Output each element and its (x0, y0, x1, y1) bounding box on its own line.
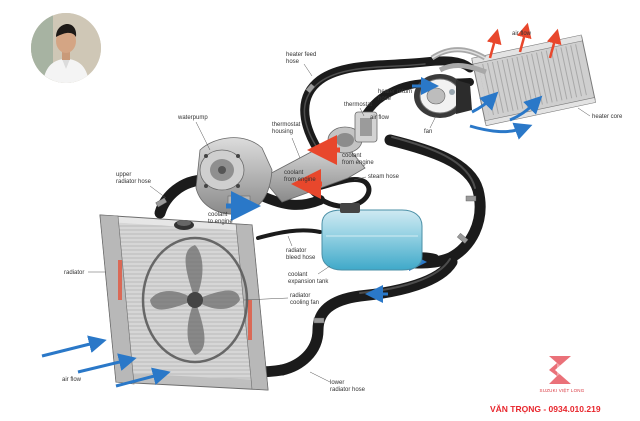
suzuki-logo (537, 352, 587, 402)
label-steam-hose: steam hose (368, 174, 400, 180)
label-air-flow-top: air flow (512, 31, 532, 37)
water-pump (195, 137, 273, 215)
radiator-airflow-arrows (41, 335, 171, 388)
lower-return-hose (276, 256, 458, 376)
pump-outlet-hose (257, 191, 325, 210)
label-water-pump: waterpump (177, 115, 208, 121)
coolant-expansion-tank (321, 203, 423, 271)
heater-hot-airflow-arrows (486, 22, 562, 59)
heater-cool-airflow-arrows (469, 91, 543, 140)
radiator-bleed-hose (256, 228, 322, 240)
label-air-flow-bottom: air flow (62, 377, 82, 383)
heater-core (471, 34, 596, 127)
avatar (31, 13, 101, 83)
radiator-cooling-fan (141, 236, 249, 364)
label-air-flow-mid: air flow (370, 115, 390, 121)
person-portrait-icon (31, 13, 101, 83)
contact-line: VĂN TRỌNG - 0934.010.219 (490, 404, 601, 414)
label-thermostat: thermostat (344, 102, 373, 108)
label-fan: fan (424, 129, 432, 135)
brand-name: SUZUKI VIỆT LONG (539, 388, 585, 393)
label-radiator: radiator (64, 270, 84, 276)
label-heater-core: heater core (592, 114, 623, 120)
suzuki-s-logo-icon (549, 356, 571, 384)
steam-hose (307, 177, 372, 209)
